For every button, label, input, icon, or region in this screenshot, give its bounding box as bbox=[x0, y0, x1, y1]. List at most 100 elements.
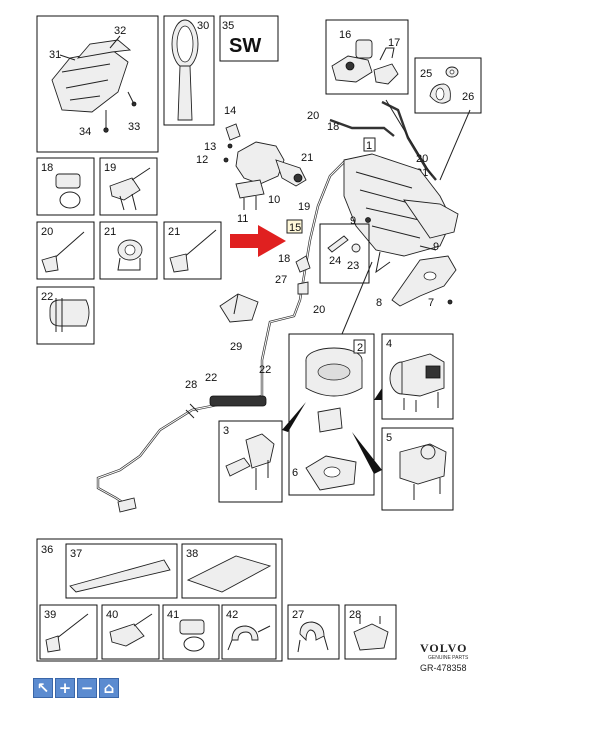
label-21-box-b: 21 bbox=[168, 226, 180, 238]
label-30: 30 bbox=[197, 20, 209, 32]
label-20-center: 20 bbox=[313, 304, 325, 316]
label-16: 16 bbox=[339, 29, 351, 41]
label-17: 17 bbox=[388, 37, 400, 49]
label-28-box: 28 bbox=[349, 609, 361, 621]
label-26: 26 bbox=[462, 91, 474, 103]
zoom-out-button[interactable]: − bbox=[77, 678, 97, 698]
minus-icon: − bbox=[80, 679, 94, 697]
label-42: 42 bbox=[226, 609, 238, 621]
label-18-center: 18 bbox=[278, 253, 290, 265]
part-28-box bbox=[344, 604, 397, 660]
label-20-top: 20 bbox=[307, 110, 319, 122]
label-14: 14 bbox=[224, 105, 236, 117]
label-9-b: 9 bbox=[433, 241, 439, 253]
home-button[interactable]: ⌂ bbox=[99, 678, 119, 698]
label-33: 33 bbox=[128, 121, 140, 133]
part-3-box bbox=[218, 420, 283, 503]
label-21-box-a: 21 bbox=[104, 226, 116, 238]
label-27-center: 27 bbox=[275, 274, 287, 286]
part-27-box bbox=[287, 604, 340, 660]
part-22-box bbox=[36, 286, 95, 345]
label-11: 11 bbox=[237, 213, 248, 225]
label-19-box: 19 bbox=[104, 162, 116, 174]
label-22-left: 22 bbox=[205, 372, 217, 384]
label-10: 10 bbox=[268, 194, 280, 206]
label-39: 39 bbox=[44, 609, 56, 621]
label-6: 6 bbox=[292, 467, 298, 479]
fuel-hose bbox=[96, 100, 437, 513]
part-21-box-a bbox=[99, 221, 158, 280]
bracket-part-8 bbox=[391, 255, 457, 307]
label-31: 31 bbox=[49, 49, 61, 61]
label-13: 13 bbox=[204, 141, 216, 153]
part-2-box bbox=[288, 333, 375, 496]
part-35-box bbox=[219, 15, 279, 62]
label-20-box: 20 bbox=[41, 226, 53, 238]
heater-unit bbox=[343, 153, 459, 274]
label-29: 29 bbox=[230, 341, 242, 353]
part-4-box bbox=[381, 333, 454, 420]
label-3: 3 bbox=[223, 425, 229, 437]
viewer-toolbar: ↖ + − ⌂ bbox=[33, 678, 119, 698]
label-25: 25 bbox=[420, 68, 432, 80]
label-27-box: 27 bbox=[292, 609, 304, 621]
drawing-code: GR-478358 bbox=[420, 663, 467, 673]
label-32: 32 bbox=[114, 25, 126, 37]
part-39-box bbox=[39, 604, 98, 660]
label-40: 40 bbox=[106, 609, 118, 621]
part-14 bbox=[225, 123, 241, 141]
label-28-line: 28 bbox=[185, 379, 197, 391]
leader-wedge-3 bbox=[282, 402, 306, 432]
part-36-box bbox=[36, 538, 283, 662]
select-tool-button[interactable]: ↖ bbox=[33, 678, 53, 698]
label-41: 41 bbox=[167, 609, 179, 621]
bracket-assembly-box bbox=[36, 15, 159, 153]
part-21-box-b bbox=[163, 221, 222, 280]
part-10-11 bbox=[223, 141, 307, 210]
label-7: 7 bbox=[428, 297, 434, 309]
leader-lines-top bbox=[385, 99, 471, 181]
label-34: 34 bbox=[79, 126, 91, 138]
label-4: 4 bbox=[386, 338, 392, 350]
red-arrow bbox=[230, 225, 286, 257]
part-42-box bbox=[221, 604, 277, 660]
label-38: 38 bbox=[186, 548, 198, 560]
part-25-26-box bbox=[414, 57, 482, 114]
part-41-box bbox=[162, 604, 220, 660]
cursor-icon: ↖ bbox=[36, 679, 50, 697]
sw-marking: SW bbox=[229, 35, 261, 57]
label-22-box: 22 bbox=[41, 291, 53, 303]
label-37: 37 bbox=[70, 548, 82, 560]
label-2: 2 bbox=[357, 342, 363, 354]
part-40-box bbox=[101, 604, 160, 660]
brand-tagline: GENUINE PARTS bbox=[428, 655, 469, 661]
label-35: 35 bbox=[222, 20, 234, 32]
label-12: 12 bbox=[196, 154, 208, 166]
plus-icon: + bbox=[58, 679, 72, 697]
label-24: 24 bbox=[329, 255, 341, 267]
zoom-in-button[interactable]: + bbox=[55, 678, 75, 698]
part-29 bbox=[219, 293, 259, 323]
brand-logo: VOLVO bbox=[420, 641, 467, 655]
label-5: 5 bbox=[386, 432, 392, 444]
label-22-line: 22 bbox=[259, 364, 271, 376]
label-15: 15 bbox=[289, 222, 301, 234]
part-16-17-box bbox=[325, 19, 409, 95]
label-19-center: 19 bbox=[298, 201, 310, 213]
part-38-box bbox=[181, 543, 277, 599]
label-36: 36 bbox=[41, 544, 53, 556]
part-20-box bbox=[36, 221, 95, 280]
leader-wedge-4 bbox=[374, 388, 382, 400]
part-18-box bbox=[36, 157, 95, 216]
leader-line-2 bbox=[341, 261, 373, 335]
label-23: 23 bbox=[347, 260, 359, 272]
home-icon: ⌂ bbox=[103, 679, 115, 697]
part-30-box bbox=[163, 15, 215, 126]
label-21-center: 21 bbox=[301, 152, 313, 164]
part-37-box bbox=[65, 543, 178, 599]
label-1: 1 bbox=[366, 140, 372, 152]
part-23-24-box bbox=[319, 223, 370, 284]
label-9-a: 9 bbox=[350, 215, 356, 227]
part-5-box bbox=[381, 427, 454, 511]
